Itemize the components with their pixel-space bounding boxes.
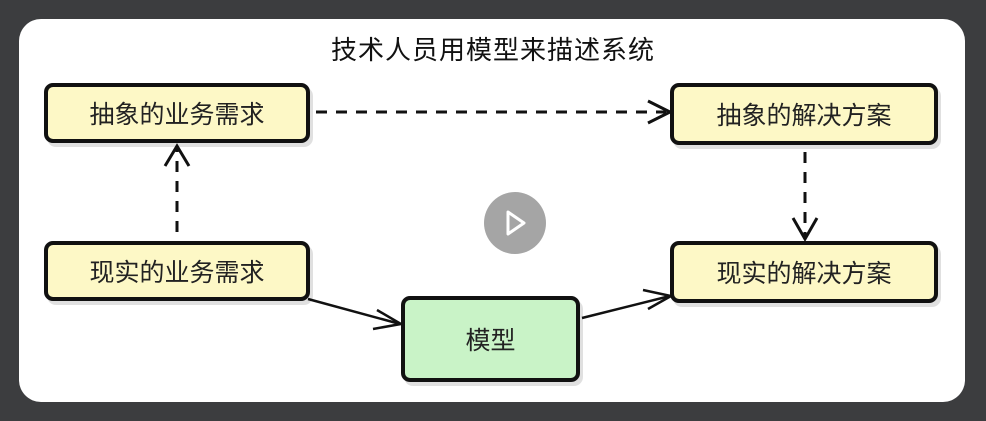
play-icon <box>506 210 526 236</box>
node-label: 模型 <box>465 326 516 355</box>
node-label: 抽象的解决方案 <box>716 101 892 130</box>
node-abstract-requirement: 抽象的业务需求 <box>44 83 310 143</box>
node-abstract-solution: 抽象的解决方案 <box>670 83 938 145</box>
node-model: 模型 <box>401 296 580 382</box>
node-label: 现实的业务需求 <box>89 258 265 287</box>
node-real-requirement: 现实的业务需求 <box>44 241 310 301</box>
play-button[interactable] <box>484 192 546 254</box>
diagram-title: 技术人员用模型来描述系统 <box>330 36 655 66</box>
node-label: 现实的解决方案 <box>716 259 892 288</box>
node-label: 抽象的业务需求 <box>89 100 265 129</box>
node-real-solution: 现实的解决方案 <box>670 241 938 303</box>
